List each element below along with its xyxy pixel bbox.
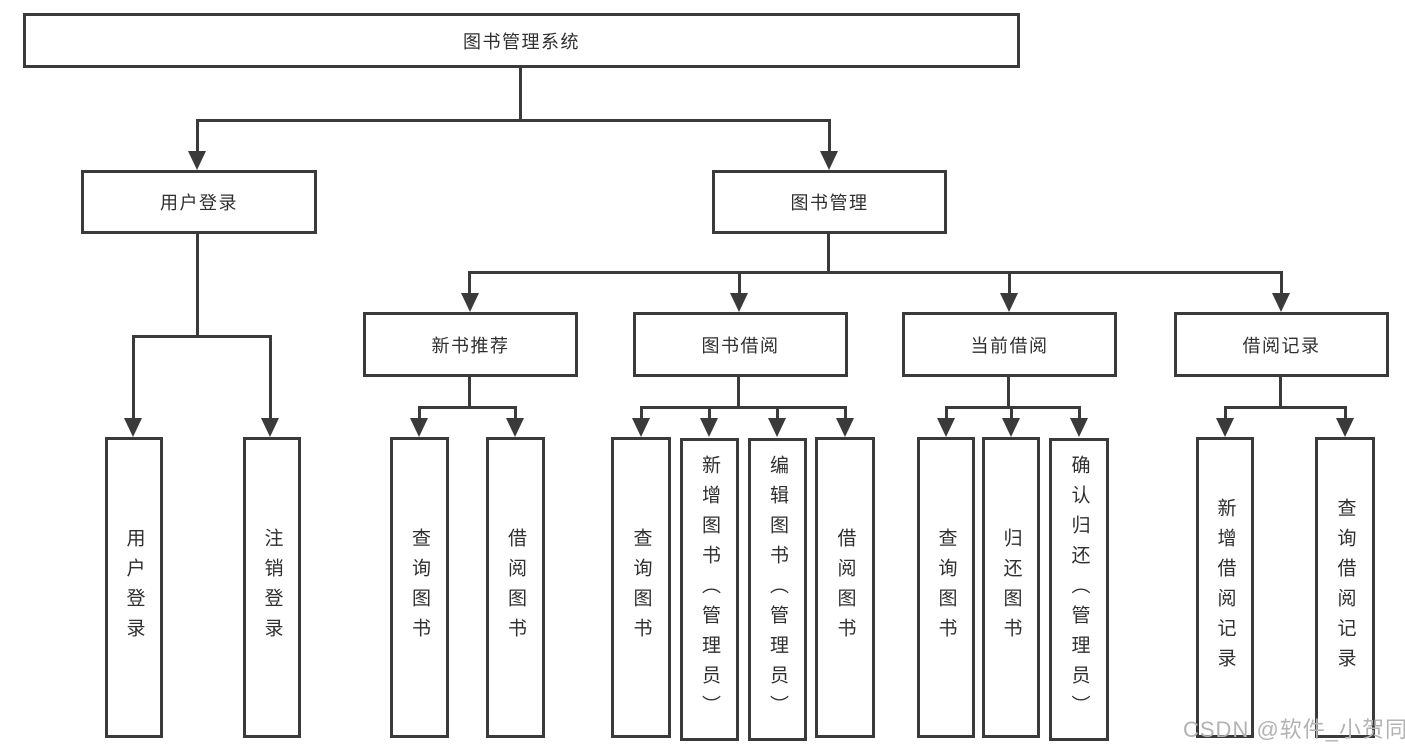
arrowhead-down [261,418,279,437]
node-book-mgmt: 图书管理 [712,170,947,234]
connector-stub [738,271,741,294]
connector-mgmt-hline [468,271,1283,274]
connector-root-vline [519,68,522,119]
connector-stub [640,406,643,419]
connector-stub [1078,406,1081,419]
connector-stub [844,406,847,419]
watermark: CSDN @软件_小贺同学 [1183,717,1405,742]
node-current-borrow: 当前借阅 [902,312,1117,377]
connector-stub [418,406,421,419]
arrowhead-down [1336,418,1354,437]
connector-hline [945,406,1081,409]
connector-stub [514,406,517,419]
arrowhead-down [1000,293,1018,312]
arrowhead-down [768,418,786,437]
arrowhead-down [632,418,650,437]
arrowhead-down [820,151,838,170]
connector-mgmt-vline [827,234,830,271]
arrowhead-down [1070,418,1088,437]
leaf-query-borrow-record: 查询借阅记录 [1315,437,1375,738]
connector-vline [1007,377,1010,406]
connector-login-hline [132,335,272,338]
leaf-borrow-book-1: 借阅图书 [486,437,545,738]
arrowhead-down [188,151,206,170]
connector-hline [640,406,847,409]
arrowhead-down [1272,293,1290,312]
connector-stub [708,406,711,419]
connector-vline [1279,377,1282,406]
connector-vline [737,377,740,406]
node-book-borrow: 图书借阅 [633,312,848,377]
connector-vline [468,377,471,406]
connector-stub [132,335,135,419]
arrowhead-down [1216,418,1234,437]
leaf-edit-book-admin: 编辑图书（管理员） [748,438,807,741]
arrowhead-down [124,418,142,437]
connector-stub [468,271,471,294]
leaf-confirm-return-admin: 确认归还（管理员） [1049,438,1109,741]
connector-stub [1008,271,1011,294]
connector-stub [828,119,831,153]
leaf-return-book: 归还图书 [982,437,1040,738]
leaf-query-book-1: 查询图书 [390,437,449,738]
node-borrow-records: 借阅记录 [1174,312,1389,377]
leaf-user-login: 用户登录 [105,437,163,738]
arrowhead-down [410,418,428,437]
node-user-login: 用户登录 [81,170,317,234]
leaf-query-book-2: 查询图书 [611,437,671,738]
arrowhead-down [461,293,479,312]
connector-stub [1344,406,1347,419]
arrowhead-down [730,293,748,312]
connector-stub [1280,271,1283,294]
node-new-book-rec: 新书推荐 [363,312,578,377]
connector-stub [269,335,272,419]
arrowhead-down [700,418,718,437]
connector-login-vline [196,234,199,335]
leaf-query-book-3: 查询图书 [917,437,975,738]
arrowhead-down [506,418,524,437]
leaf-add-book-admin: 新增图书（管理员） [680,438,739,741]
connector-stub [1224,406,1227,419]
arrowhead-down [836,418,854,437]
connector-stub [776,406,779,419]
connector-stub [196,119,199,153]
connector-root-hline [196,119,831,122]
node-book-mgmt-system: 图书管理系统 [23,13,1020,68]
leaf-borrow-book-2: 借阅图书 [815,437,875,738]
connector-hline [418,406,517,409]
connector-stub [1010,406,1013,419]
arrowhead-down [1002,418,1020,437]
connector-stub [945,406,948,419]
connector-hline [1224,406,1347,409]
arrowhead-down [937,418,955,437]
leaf-logout: 注销登录 [243,437,301,738]
leaf-add-borrow-record: 新增借阅记录 [1196,437,1254,738]
